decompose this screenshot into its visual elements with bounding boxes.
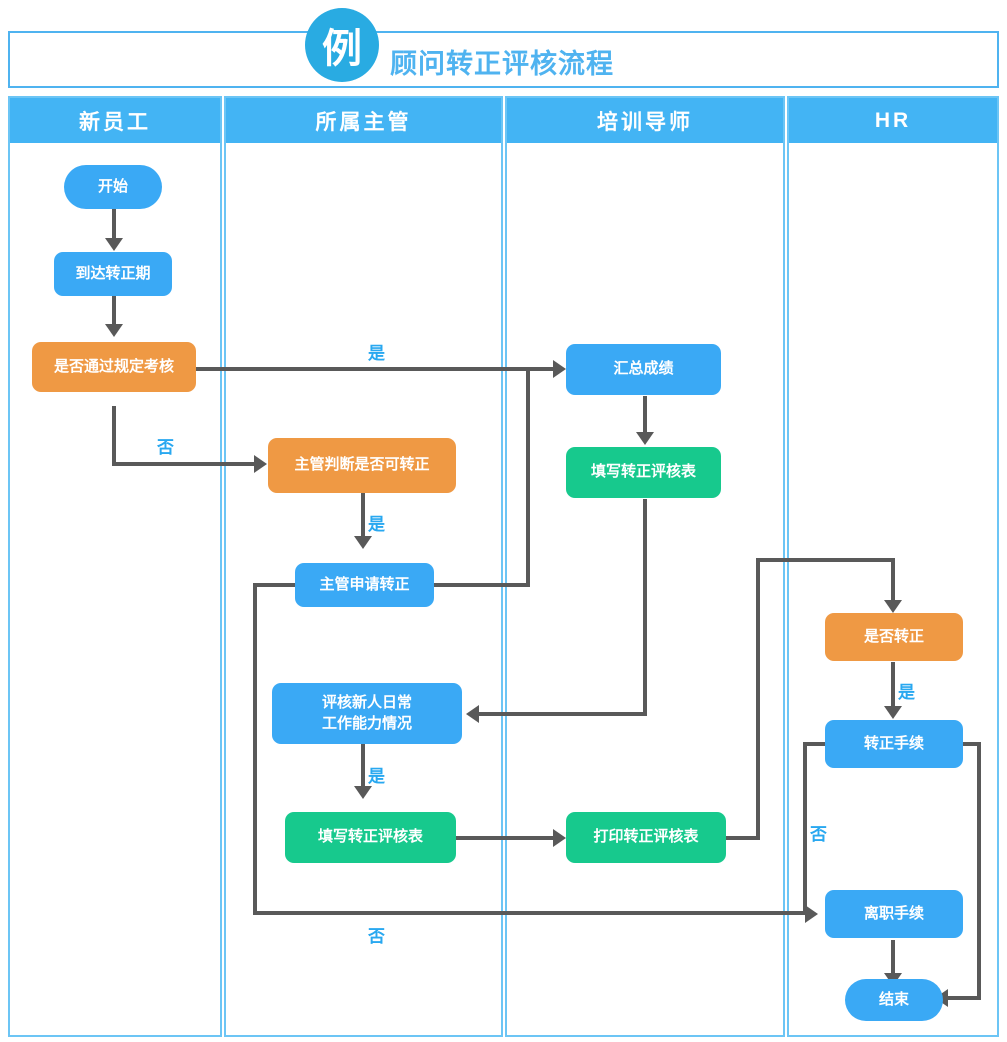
arrowhead-start-to-reach [105,238,123,251]
connector-hr-down [891,558,895,602]
node-evaluate-daily-line1: 评核新人日常 [321,694,412,712]
arrowhead-trainerfill-to-evaluate [466,705,479,723]
connector-start-to-reach [112,209,116,240]
node-print-form[interactable]: 打印转正评核表 [566,812,726,863]
connector-regular-no-left [803,742,825,746]
lane-header-hr: HR [789,98,997,143]
connector-apply-no-right [253,911,813,915]
node-confirm-regular[interactable]: 是否转正 [825,613,963,661]
lane-header-new-employee: 新员工 [10,98,220,143]
connector-resign-to-end [891,940,895,975]
connector-exam-no-down [112,406,116,466]
node-summarize[interactable]: 汇总成绩 [566,344,721,395]
node-reach-period[interactable]: 到达转正期 [54,252,172,296]
arrowhead-reach-to-exam [105,324,123,337]
connector-reach-to-exam [112,295,116,326]
arrowhead-regular-no-to-resign [805,905,818,923]
connector-print-to-hr [756,558,895,562]
edge-label-no-apply: 否 [368,927,385,946]
node-pass-exam[interactable]: 是否通过规定考核 [32,342,196,392]
connector-regular-right-down [977,742,981,1000]
page-title: 顾问转正评核流程 [390,49,614,79]
node-end[interactable]: 结束 [845,979,943,1021]
arrowhead-supfill-to-print [553,829,566,847]
edge-label-yes-evaluate: 是 [368,767,385,786]
connector-regular-right [963,742,981,746]
connector-exam-no-right [112,462,262,466]
lane-header-trainer: 培训导师 [507,98,783,143]
connector-yes-drop-to-apply [526,367,530,583]
connector-regular-to-end [948,996,981,1000]
connector-apply-no-left [253,583,295,587]
connector-judge-to-apply [361,493,365,538]
lane-header-supervisor: 所属主管 [226,98,501,143]
node-resign-procedure[interactable]: 离职手续 [825,890,963,938]
node-start[interactable]: 开始 [64,165,162,209]
edge-label-yes-exam: 是 [368,344,385,363]
edge-label-yes-hr: 是 [898,683,915,702]
connector-print-right [726,836,760,840]
node-supervisor-judge[interactable]: 主管判断是否可转正 [268,438,456,493]
connector-apply-no-down [253,583,257,913]
arrowhead-exam-no-to-judge [254,455,267,473]
connector-exam-yes-to-summarize [196,367,560,371]
node-regular-procedure[interactable]: 转正手续 [825,720,963,768]
node-fill-form-trainer[interactable]: 填写转正评核表 [566,447,721,498]
arrowhead-exam-yes-to-summarize [553,360,566,378]
connector-trainerfill-down [643,499,647,714]
connector-supfill-to-print [456,836,556,840]
connector-yes-drop-into-apply [434,583,530,587]
node-fill-form-supervisor[interactable]: 填写转正评核表 [285,812,456,863]
connector-regular-no-down [803,742,807,914]
arrowhead-summarize-to-fill [636,432,654,445]
connector-evaluate-to-fill [361,744,365,788]
edge-label-no-exam: 否 [157,438,174,457]
connector-trainerfill-left [479,712,647,716]
edge-label-no-hr: 否 [810,825,827,844]
node-supervisor-apply[interactable]: 主管申请转正 [295,563,434,607]
arrowhead-confirm-to-regular [884,706,902,719]
arrowhead-judge-to-apply [354,536,372,549]
connector-print-up [756,558,760,840]
arrowhead-evaluate-to-fill [354,786,372,799]
example-badge-icon: 例 [305,8,379,82]
edge-label-yes-supervisor: 是 [368,515,385,534]
connector-summarize-to-fill [643,396,647,434]
arrowhead-print-to-confirm [884,600,902,613]
node-evaluate-daily-line2: 工作能力情况 [321,714,412,732]
node-evaluate-daily[interactable]: 评核新人日常 工作能力情况 [272,683,462,744]
connector-confirm-to-regular [891,662,895,708]
title-band [8,31,999,88]
